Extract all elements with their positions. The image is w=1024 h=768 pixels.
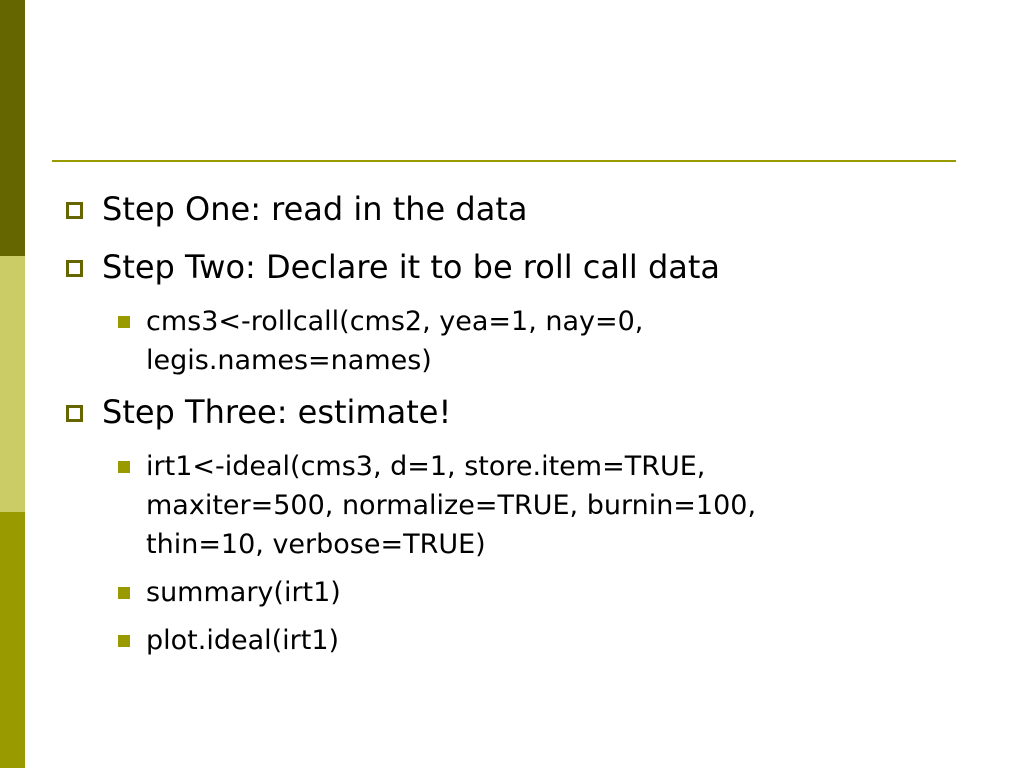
bullet-text: Step One: read in the data — [102, 190, 528, 228]
filled-square-bullet-icon — [118, 587, 130, 599]
sidebar-dark-segment — [0, 0, 25, 256]
bullet-step-two: Step Two: Declare it to be roll call dat… — [64, 244, 964, 290]
sub-bullet-summary-code: summary(irt1) — [115, 573, 964, 612]
code-line: cms3<-rollcall(cms2, yea=1, nay=0, — [146, 306, 644, 337]
code-line: summary(irt1) — [146, 577, 341, 608]
code-line: legis.names=names) — [146, 345, 432, 376]
hollow-square-bullet-icon — [66, 260, 83, 277]
sidebar-light-segment — [0, 256, 25, 512]
hollow-square-bullet-icon — [66, 405, 83, 422]
bullet-step-one: Step One: read in the data — [64, 186, 964, 232]
hollow-square-bullet-icon — [66, 202, 83, 219]
sub-bullet-rollcall-code: cms3<-rollcall(cms2, yea=1, nay=0, legis… — [115, 302, 964, 380]
bullet-list: Step One: read in the data Step Two: Dec… — [64, 186, 964, 669]
title-divider-line — [52, 160, 956, 162]
sub-list-step-two: cms3<-rollcall(cms2, yea=1, nay=0, legis… — [64, 302, 964, 380]
sidebar-mid-segment — [0, 512, 25, 768]
bullet-text: Step Three: estimate! — [102, 393, 452, 431]
sub-list-step-three: irt1<-ideal(cms3, d=1, store.item=TRUE, … — [64, 447, 964, 660]
filled-square-bullet-icon — [118, 461, 130, 473]
code-line: irt1<-ideal(cms3, d=1, store.item=TRUE, — [146, 451, 706, 482]
filled-square-bullet-icon — [118, 316, 130, 328]
sub-bullet-ideal-code: irt1<-ideal(cms3, d=1, store.item=TRUE, … — [115, 447, 964, 564]
code-line: maxiter=500, normalize=TRUE, burnin=100, — [146, 490, 757, 521]
sub-bullet-plot-code: plot.ideal(irt1) — [115, 621, 964, 660]
code-line: thin=10, verbose=TRUE) — [146, 529, 486, 560]
bullet-step-three: Step Three: estimate! — [64, 389, 964, 435]
filled-square-bullet-icon — [118, 635, 130, 647]
bullet-text: Step Two: Declare it to be roll call dat… — [102, 248, 721, 286]
code-line: plot.ideal(irt1) — [146, 625, 340, 656]
